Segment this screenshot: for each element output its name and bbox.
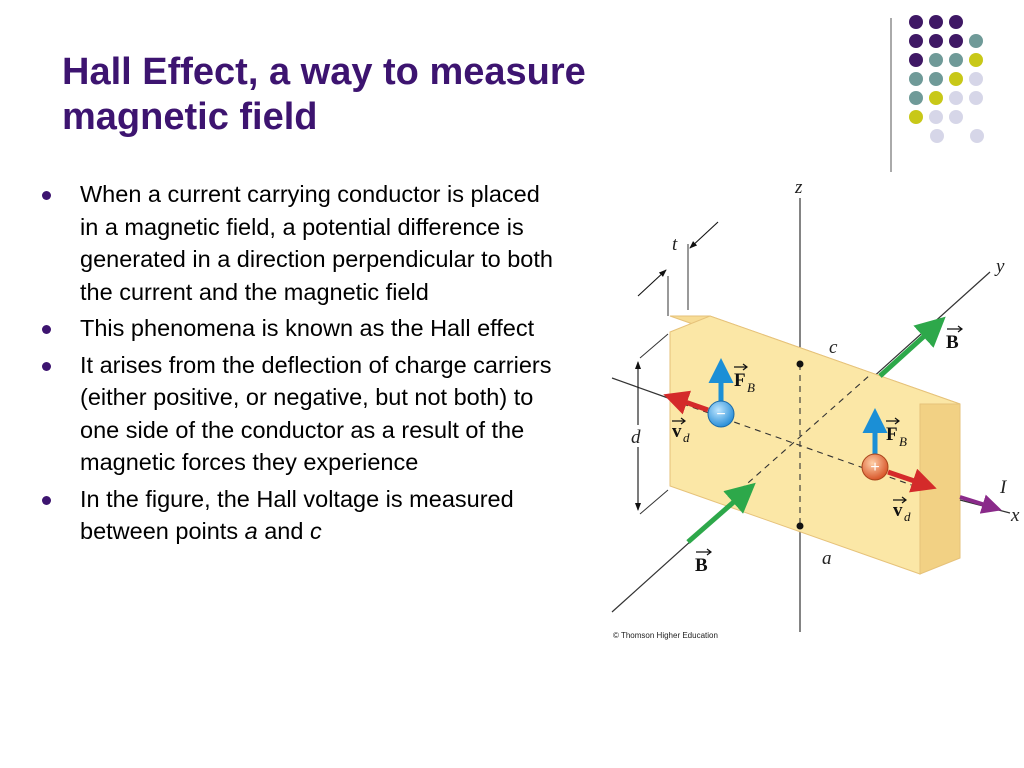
title-line-1: Hall Effect, a way to measure bbox=[62, 51, 586, 93]
z-axis-label: z bbox=[794, 177, 803, 198]
velocity-vector-mark-positive bbox=[893, 496, 907, 504]
decorative-dot bbox=[949, 34, 963, 48]
force-vector-mark-negative bbox=[734, 363, 748, 371]
dot-pattern bbox=[909, 15, 984, 143]
d-extension-bottom bbox=[639, 489, 669, 515]
decorative-dot bbox=[929, 15, 943, 29]
decorative-dot bbox=[969, 72, 983, 86]
velocity-label-negative: v bbox=[672, 421, 682, 442]
velocity-subscript-negative: d bbox=[683, 430, 690, 445]
decorative-dot bbox=[909, 34, 923, 48]
height-label: d bbox=[631, 427, 641, 448]
velocity-subscript-positive: d bbox=[904, 509, 911, 524]
decorative-dot bbox=[929, 53, 943, 67]
decorative-dot bbox=[929, 110, 943, 124]
field-label-lower: B bbox=[695, 555, 708, 576]
negative-charge-sign: − bbox=[716, 406, 725, 423]
bullet-text-mid: and bbox=[257, 518, 310, 544]
title-line-2: magnetic field bbox=[62, 96, 318, 138]
bullet-item: In the figure, the Hall voltage is measu… bbox=[36, 483, 556, 548]
bullet-dot bbox=[42, 325, 51, 334]
hall-effect-diagram: z y x c a t d B B − F B v d + F bbox=[611, 177, 1020, 632]
point-a bbox=[796, 522, 804, 530]
current-arrow bbox=[959, 494, 1002, 514]
bullet-item: It arises from the deflection of charge … bbox=[36, 349, 556, 479]
decorative-dot bbox=[949, 91, 963, 105]
decorative-dot bbox=[949, 15, 963, 29]
velocity-vector-mark-negative bbox=[672, 417, 686, 425]
negative-charge bbox=[707, 400, 735, 428]
decorative-dot bbox=[969, 34, 983, 48]
positive-charge bbox=[861, 453, 889, 481]
image-credit: © Thomson Higher Education bbox=[613, 631, 718, 640]
y-axis-dashed bbox=[739, 374, 871, 491]
bullet-list: When a current carrying conductor is pla… bbox=[36, 178, 556, 552]
force-subscript-negative: B bbox=[747, 380, 755, 395]
slab-front-face bbox=[669, 315, 961, 575]
bullet-text: This phenomena is known as the Hall effe… bbox=[80, 315, 535, 341]
t-arrow-left bbox=[637, 269, 667, 297]
bullet-item: This phenomena is known as the Hall effe… bbox=[36, 312, 556, 345]
bullet-text: When a current carrying conductor is pla… bbox=[80, 181, 553, 305]
bullet-item: When a current carrying conductor is pla… bbox=[36, 178, 556, 308]
decorative-dot bbox=[949, 53, 963, 67]
force-subscript-positive: B bbox=[899, 434, 907, 449]
d-extension-top bbox=[639, 333, 669, 359]
decorative-dot bbox=[909, 53, 923, 67]
slab-side-face bbox=[919, 403, 961, 575]
force-label-positive: F bbox=[886, 424, 898, 445]
velocity-label-positive: v bbox=[893, 500, 903, 521]
x-axis-label: x bbox=[1010, 505, 1020, 526]
decorative-dot bbox=[969, 53, 983, 67]
decorative-dot bbox=[930, 129, 944, 143]
decorative-dot bbox=[909, 15, 923, 29]
t-arrow-right bbox=[689, 221, 719, 249]
decorative-dot bbox=[970, 129, 984, 143]
velocity-arrow-negative bbox=[663, 390, 709, 415]
x-axis-left bbox=[611, 377, 669, 399]
point-a-label: a bbox=[822, 548, 832, 569]
velocity-arrow-positive bbox=[887, 468, 937, 493]
bullet-dot bbox=[42, 495, 51, 505]
bullet-dot bbox=[42, 361, 51, 371]
bullet-text: It arises from the deflection of charge … bbox=[80, 351, 552, 476]
field-label-upper: B bbox=[946, 332, 959, 353]
decorative-dot bbox=[909, 72, 923, 86]
thickness-label: t bbox=[672, 234, 678, 255]
decorative-dot bbox=[909, 110, 923, 124]
force-vector-mark-positive bbox=[886, 417, 900, 425]
decorative-dot bbox=[929, 91, 943, 105]
slide-title: Hall Effect, a way to measure magnetic f… bbox=[62, 50, 842, 140]
field-arrow-lower bbox=[686, 482, 756, 544]
point-c-label: c bbox=[309, 518, 322, 544]
decorative-dot bbox=[929, 72, 943, 86]
bullet-dot bbox=[42, 191, 51, 200]
current-label: I bbox=[999, 477, 1008, 498]
field-arrow-upper bbox=[878, 316, 946, 378]
decorative-dot bbox=[929, 34, 943, 48]
field-vector-mark-upper bbox=[947, 325, 963, 333]
point-c-label: c bbox=[829, 337, 838, 358]
bullet-text-start: In the figure, the Hall voltage is measu… bbox=[80, 485, 514, 545]
point-a-label: a bbox=[244, 518, 258, 544]
decorative-dot bbox=[949, 72, 963, 86]
decorative-dot bbox=[969, 91, 983, 105]
positive-charge-sign: + bbox=[870, 459, 879, 476]
field-vector-mark-lower bbox=[696, 548, 712, 556]
y-axis-label: y bbox=[994, 256, 1005, 277]
force-label-negative: F bbox=[734, 370, 746, 391]
decorative-dot bbox=[949, 110, 963, 124]
decorative-dot bbox=[909, 91, 923, 105]
point-c bbox=[796, 360, 804, 368]
